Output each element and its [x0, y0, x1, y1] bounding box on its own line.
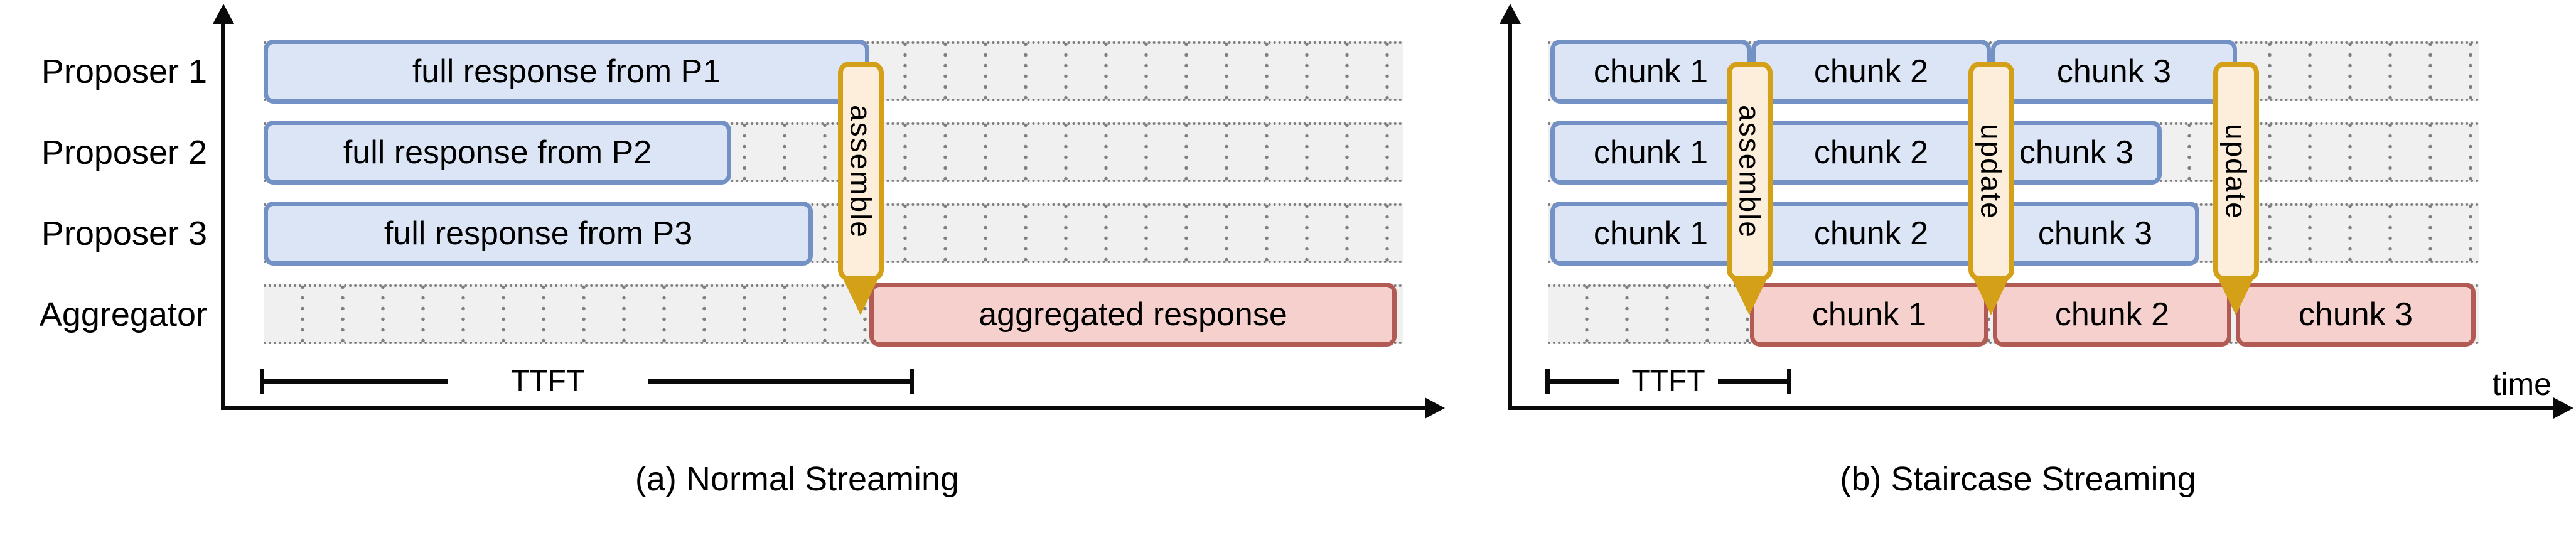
b-agg-chunk3-box: chunk 3 [2236, 283, 2476, 347]
y-axis-a [221, 21, 225, 410]
operation-bar-assemble-a: assemble [838, 62, 884, 281]
ttft-a-label: TTFT [510, 365, 585, 398]
ttft-a-right-tick [910, 369, 914, 394]
assemble-a-down-arrow-icon [843, 279, 878, 315]
y-axis-b [1508, 21, 1512, 410]
b-row3-chunk1-label: chunk 1 [1593, 215, 1709, 252]
caption-b: (b) Staircase Streaming [1840, 460, 2196, 498]
b-row1-chunk1-label: chunk 1 [1593, 53, 1709, 90]
ttft-b-line-right [1718, 379, 1787, 384]
aggregated-response-label: aggregated response [979, 296, 1287, 333]
b-agg-chunk3-label: chunk 3 [2298, 296, 2413, 333]
full-response-p2-label: full response from P2 [343, 134, 652, 171]
ttft-b-line-left [1550, 379, 1619, 384]
x-axis-a [221, 406, 1429, 410]
time-axis-label: time [2492, 367, 2552, 402]
row-label-proposer-1: Proposer 1 [41, 53, 207, 90]
b-agg-chunk2-label: chunk 2 [2054, 296, 2170, 333]
operation-bar-assemble-b-label: assemble [1733, 104, 1766, 239]
operation-bar-update-2: update [2213, 62, 2259, 281]
b-row2-chunk1-box: chunk 1 [1550, 121, 1751, 185]
ttft-b-right-tick [1787, 369, 1791, 394]
update-2-down-arrow-icon [2218, 279, 2253, 315]
operation-bar-update-1: update [1968, 62, 2014, 281]
row-label-proposer-3: Proposer 3 [41, 215, 207, 252]
x-axis-a-arrowhead-icon [1425, 397, 1445, 419]
b-row3-chunk2-box: chunk 2 [1751, 202, 1991, 266]
operation-bar-update-2-label: update [2219, 123, 2253, 220]
y-axis-a-arrowhead-icon [213, 4, 234, 24]
x-axis-b-arrowhead-icon [2553, 397, 2573, 419]
assemble-b-down-arrow-icon [1732, 279, 1767, 315]
ttft-a-line-right [648, 379, 910, 384]
b-agg-chunk1-label: chunk 1 [1811, 296, 1927, 333]
b-row3-chunk3-box: chunk 3 [1991, 202, 2199, 266]
b-agg-chunk1-box: chunk 1 [1750, 283, 1988, 347]
b-row1-chunk1-box: chunk 1 [1550, 40, 1751, 104]
aggregated-response-box: aggregated response [869, 283, 1397, 347]
b-row2-chunk1-label: chunk 1 [1593, 134, 1709, 171]
full-response-p1-box: full response from P1 [264, 40, 869, 104]
row-label-proposer-2: Proposer 2 [41, 134, 207, 171]
caption-a: (a) Normal Streaming [635, 460, 960, 498]
ttft-b-label: TTFT [1631, 365, 1705, 398]
b-row3-chunk3-label: chunk 3 [2037, 215, 2153, 252]
update-1-down-arrow-icon [1973, 279, 2009, 315]
b-row1-chunk3-label: chunk 3 [2056, 53, 2172, 90]
b-row2-chunk2-box: chunk 2 [1751, 121, 1991, 185]
b-row1-chunk2-box: chunk 2 [1751, 40, 1991, 104]
row-label-aggregator: Aggregator [39, 296, 207, 333]
full-response-p3-label: full response from P3 [384, 215, 693, 252]
b-row2-chunk3-label: chunk 3 [2019, 134, 2134, 171]
y-axis-b-arrowhead-icon [1500, 4, 1521, 24]
ttft-b-left-tick [1545, 369, 1550, 394]
ttft-a-left-tick [260, 369, 264, 394]
b-row1-chunk3-box: chunk 3 [1991, 40, 2237, 104]
b-row2-chunk3-box: chunk 3 [1991, 121, 2162, 185]
b-row3-chunk2-label: chunk 2 [1813, 215, 1929, 252]
operation-bar-assemble-b: assemble [1727, 62, 1773, 281]
b-row2-chunk2-label: chunk 2 [1813, 134, 1929, 171]
x-axis-b [1508, 406, 2553, 410]
full-response-p1-label: full response from P1 [412, 53, 721, 90]
operation-bar-assemble-a-label: assemble [844, 104, 877, 239]
operation-bar-update-1-label: update [1975, 123, 2008, 220]
b-agg-chunk2-box: chunk 2 [1993, 283, 2231, 347]
ttft-a-line-left [264, 379, 448, 384]
b-row1-chunk2-label: chunk 2 [1813, 53, 1929, 90]
b-row3-chunk1-box: chunk 1 [1550, 202, 1751, 266]
full-response-p2-box: full response from P2 [264, 121, 731, 185]
full-response-p3-box: full response from P3 [264, 202, 813, 266]
